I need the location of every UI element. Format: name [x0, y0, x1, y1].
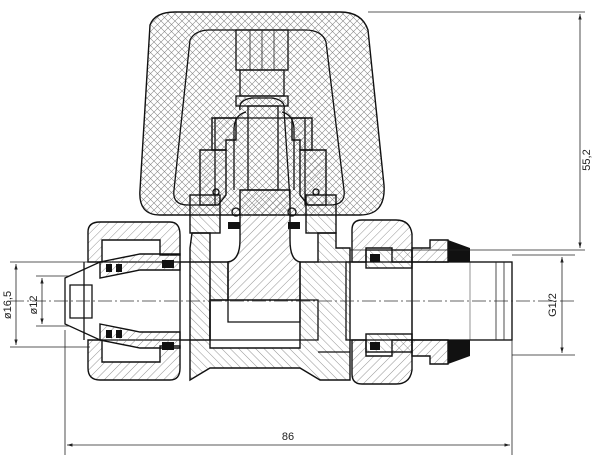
bonnet: [189, 117, 337, 234]
right-union: [345, 219, 513, 385]
left-insert: [64, 253, 211, 350]
dimension-lines: [14, 14, 582, 447]
valve-body: [189, 232, 351, 382]
dimension-outer-diameter-label: ø16,5: [2, 291, 14, 319]
dimension-thread-label: G1/2: [547, 293, 559, 317]
dimension-length-label: 86: [282, 431, 294, 443]
dimension-inner-diameter-label: ø12: [28, 296, 40, 315]
extension-lines: [10, 11, 585, 455]
stem-nut: [235, 29, 289, 107]
dimension-height-label: 55,2: [581, 149, 593, 170]
